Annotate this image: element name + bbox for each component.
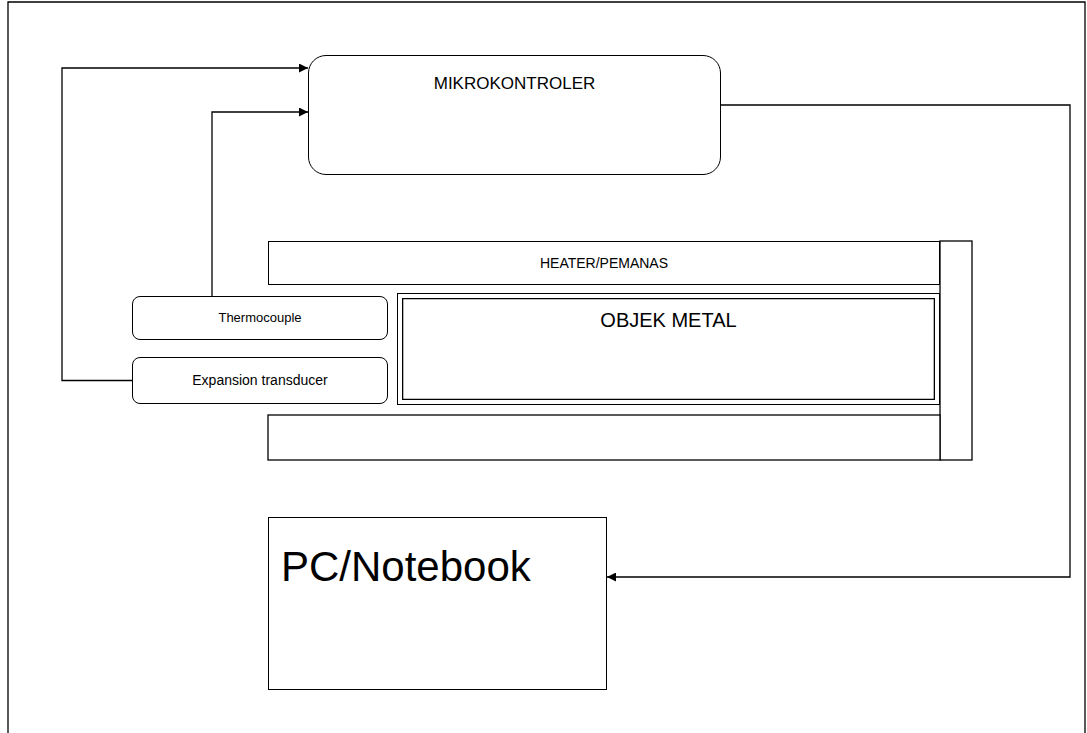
node-label: PC/Notebook: [281, 542, 531, 592]
sensor-box: Thermocouple: [132, 296, 388, 340]
node-label: HEATER/PEMANAS: [540, 255, 668, 272]
heater-bar: HEATER/PEMANAS: [268, 241, 940, 285]
computer-box: PC/Notebook: [268, 517, 607, 690]
sensor-box: Expansion transducer: [132, 357, 388, 404]
node-label: MIKROKONTROLER: [434, 74, 596, 94]
metal-object: OBJEK METAL: [397, 293, 940, 405]
heater-side-bar: [940, 241, 972, 460]
controller-box: MIKROKONTROLER: [308, 55, 721, 175]
node-label: Expansion transducer: [192, 372, 327, 389]
node-label: OBJEK METAL: [600, 308, 736, 332]
heater-bottom-bar: [268, 415, 940, 460]
node-label: Thermocouple: [218, 310, 301, 326]
page-frame: [8, 2, 1085, 733]
